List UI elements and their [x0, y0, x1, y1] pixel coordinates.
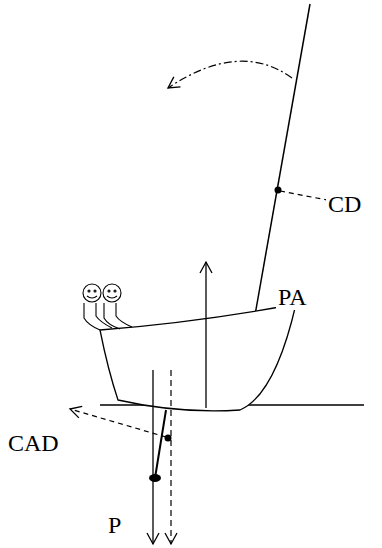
vertical-force-arrow: [170, 370, 171, 544]
keel-force-arrow: [70, 409, 166, 437]
force-label: CD: [326, 191, 363, 217]
sailors: [83, 284, 132, 330]
mast: [252, 4, 310, 332]
force-label: P: [106, 512, 123, 538]
force-label: PA: [276, 284, 308, 310]
buoyancy-arrow: [205, 262, 206, 408]
force-label: CAD: [6, 430, 61, 456]
sail-centre-dot: [275, 187, 282, 194]
weight-arrow: [152, 370, 153, 544]
rotation-arrow: [168, 61, 292, 88]
keel-bulb: [149, 474, 161, 482]
hull: [100, 304, 296, 411]
keel: [155, 410, 166, 478]
